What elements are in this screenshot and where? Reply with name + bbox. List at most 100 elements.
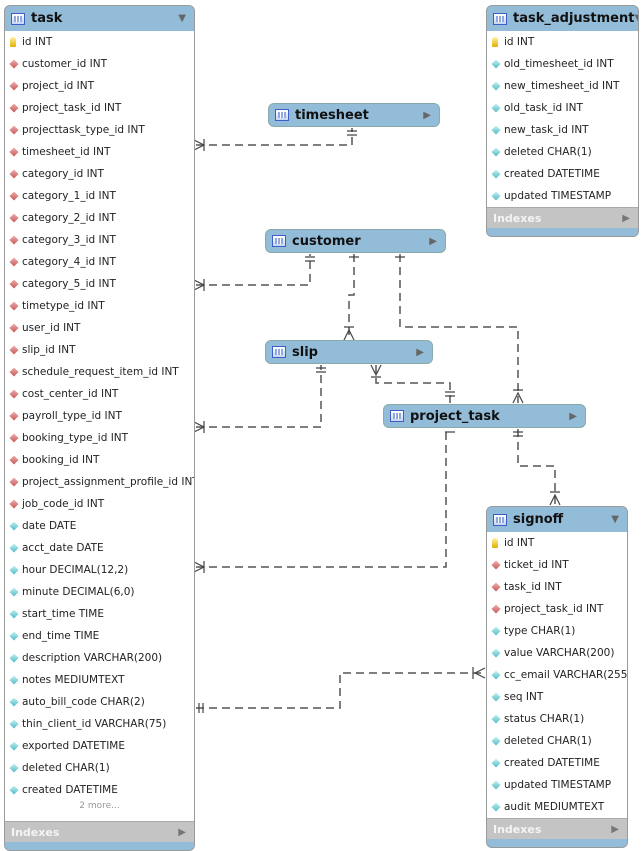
column-row[interactable]: category_2_id INT bbox=[5, 207, 194, 229]
column-row[interactable]: booking_id INT bbox=[5, 449, 194, 471]
column-row[interactable]: created DATETIME bbox=[487, 752, 627, 774]
column-row[interactable]: category_1_id INT bbox=[5, 185, 194, 207]
column-row[interactable]: deleted CHAR(1) bbox=[487, 141, 638, 163]
column-row[interactable]: thin_client_id VARCHAR(75) bbox=[5, 713, 194, 735]
column-row[interactable]: exported DATETIME bbox=[5, 735, 194, 757]
column-row[interactable]: acct_date DATE bbox=[5, 537, 194, 559]
table-icon bbox=[272, 235, 286, 247]
rel-task-customer bbox=[196, 254, 311, 286]
expand-arrow-icon[interactable]: ▶ bbox=[178, 826, 186, 838]
column-icon bbox=[491, 714, 501, 724]
column-label: customer_id INT bbox=[22, 58, 107, 70]
column-row[interactable]: end_time TIME bbox=[5, 625, 194, 647]
table-customer[interactable]: customer ▶ bbox=[265, 229, 446, 253]
column-row[interactable]: deleted CHAR(1) bbox=[487, 730, 627, 752]
column-row[interactable]: value VARCHAR(200) bbox=[487, 642, 627, 664]
column-label: category_2_id INT bbox=[22, 212, 116, 224]
collapse-arrow-icon[interactable]: ▼ bbox=[611, 514, 619, 525]
column-row[interactable]: minute DECIMAL(6,0) bbox=[5, 581, 194, 603]
column-row[interactable]: id INT bbox=[5, 31, 194, 53]
column-row[interactable]: date DATE bbox=[5, 515, 194, 537]
column-icon bbox=[491, 125, 501, 135]
column-row[interactable]: timetype_id INT bbox=[5, 295, 194, 317]
column-row[interactable]: projecttask_type_id INT bbox=[5, 119, 194, 141]
column-row[interactable]: category_3_id INT bbox=[5, 229, 194, 251]
column-row[interactable]: updated TIMESTAMP bbox=[487, 185, 638, 207]
collapse-arrow-icon[interactable]: ▼ bbox=[634, 13, 638, 24]
table-icon bbox=[390, 410, 404, 422]
column-row[interactable]: customer_id INT bbox=[5, 53, 194, 75]
column-row[interactable]: project_task_id INT bbox=[5, 97, 194, 119]
column-row[interactable]: booking_type_id INT bbox=[5, 427, 194, 449]
column-row[interactable]: new_task_id INT bbox=[487, 119, 638, 141]
column-row[interactable]: deleted CHAR(1) bbox=[5, 757, 194, 779]
expand-arrow-icon[interactable]: ▶ bbox=[423, 109, 431, 121]
column-row[interactable]: type CHAR(1) bbox=[487, 620, 627, 642]
column-row[interactable]: project_task_id INT bbox=[487, 598, 627, 620]
table-timesheet[interactable]: timesheet ▶ bbox=[268, 103, 440, 127]
indexes-section[interactable]: Indexes▶ bbox=[5, 821, 194, 842]
foreign-key-icon bbox=[9, 389, 19, 399]
column-row[interactable]: project_id INT bbox=[5, 75, 194, 97]
column-row[interactable]: old_timesheet_id INT bbox=[487, 53, 638, 75]
column-row[interactable]: user_id INT bbox=[5, 317, 194, 339]
column-row[interactable]: hour DECIMAL(12,2) bbox=[5, 559, 194, 581]
column-label: deleted CHAR(1) bbox=[504, 146, 592, 158]
column-row[interactable]: updated TIMESTAMP bbox=[487, 774, 627, 796]
primary-key-icon bbox=[10, 37, 16, 47]
column-row[interactable]: id INT bbox=[487, 532, 627, 554]
column-row[interactable]: ticket_id INT bbox=[487, 554, 627, 576]
column-row[interactable]: timesheet_id INT bbox=[5, 141, 194, 163]
table-slip[interactable]: slip ▶ bbox=[265, 340, 433, 364]
table-header[interactable]: task_adjustment ▼ bbox=[487, 6, 638, 31]
column-row[interactable]: category_4_id INT bbox=[5, 251, 194, 273]
column-row[interactable]: created DATETIME bbox=[5, 779, 194, 801]
column-row[interactable]: audit MEDIUMTEXT bbox=[487, 796, 627, 818]
table-task[interactable]: task ▼id INT customer_id INT project_id IN… bbox=[4, 5, 195, 851]
column-row[interactable]: seq INT bbox=[487, 686, 627, 708]
table-name: customer bbox=[292, 233, 361, 249]
column-row[interactable]: project_assignment_profile_id INT bbox=[5, 471, 194, 493]
column-icon bbox=[491, 103, 501, 113]
column-row[interactable]: auto_bill_code CHAR(2) bbox=[5, 691, 194, 713]
expand-arrow-icon[interactable]: ▶ bbox=[429, 235, 437, 247]
column-label: thin_client_id VARCHAR(75) bbox=[22, 718, 167, 730]
column-row[interactable]: old_task_id INT bbox=[487, 97, 638, 119]
column-row[interactable]: cost_center_id INT bbox=[5, 383, 194, 405]
column-row[interactable]: notes MEDIUMTEXT bbox=[5, 669, 194, 691]
column-row[interactable]: created DATETIME bbox=[487, 163, 638, 185]
table-header[interactable]: task ▼ bbox=[5, 6, 194, 31]
collapse-arrow-icon[interactable]: ▼ bbox=[178, 13, 186, 24]
expand-arrow-icon[interactable]: ▶ bbox=[416, 346, 424, 358]
more-columns-link[interactable]: 2 more... bbox=[5, 801, 194, 821]
column-row[interactable]: description VARCHAR(200) bbox=[5, 647, 194, 669]
column-row[interactable]: category_5_id INT bbox=[5, 273, 194, 295]
column-row[interactable]: category_id INT bbox=[5, 163, 194, 185]
column-icon bbox=[9, 675, 19, 685]
indexes-section[interactable]: Indexes▶ bbox=[487, 818, 627, 839]
table-task-adjustment[interactable]: task_adjustment ▼id INTold_timesheet_id … bbox=[486, 5, 639, 237]
column-row[interactable]: new_timesheet_id INT bbox=[487, 75, 638, 97]
column-row[interactable]: task_id INT bbox=[487, 576, 627, 598]
column-row[interactable]: start_time TIME bbox=[5, 603, 194, 625]
column-row[interactable]: payroll_type_id INT bbox=[5, 405, 194, 427]
column-row[interactable]: slip_id INT bbox=[5, 339, 194, 361]
foreign-key-icon bbox=[9, 411, 19, 421]
column-row[interactable]: cc_email VARCHAR(255) bbox=[487, 664, 627, 686]
column-row[interactable]: status CHAR(1) bbox=[487, 708, 627, 730]
expand-arrow-icon[interactable]: ▶ bbox=[569, 410, 577, 422]
foreign-key-icon bbox=[9, 191, 19, 201]
column-row[interactable]: schedule_request_item_id INT bbox=[5, 361, 194, 383]
indexes-section[interactable]: Indexes▶ bbox=[487, 207, 638, 228]
foreign-key-icon bbox=[9, 499, 19, 509]
table-project-task[interactable]: project_task ▶ bbox=[383, 404, 586, 428]
expand-arrow-icon[interactable]: ▶ bbox=[611, 823, 619, 835]
expand-arrow-icon[interactable]: ▶ bbox=[622, 212, 630, 224]
table-header[interactable]: signoff ▼ bbox=[487, 507, 627, 532]
column-row[interactable]: job_code_id INT bbox=[5, 493, 194, 515]
foreign-key-icon bbox=[9, 433, 19, 443]
column-row[interactable]: id INT bbox=[487, 31, 638, 53]
foreign-key-icon bbox=[491, 604, 501, 614]
column-icon bbox=[9, 653, 19, 663]
